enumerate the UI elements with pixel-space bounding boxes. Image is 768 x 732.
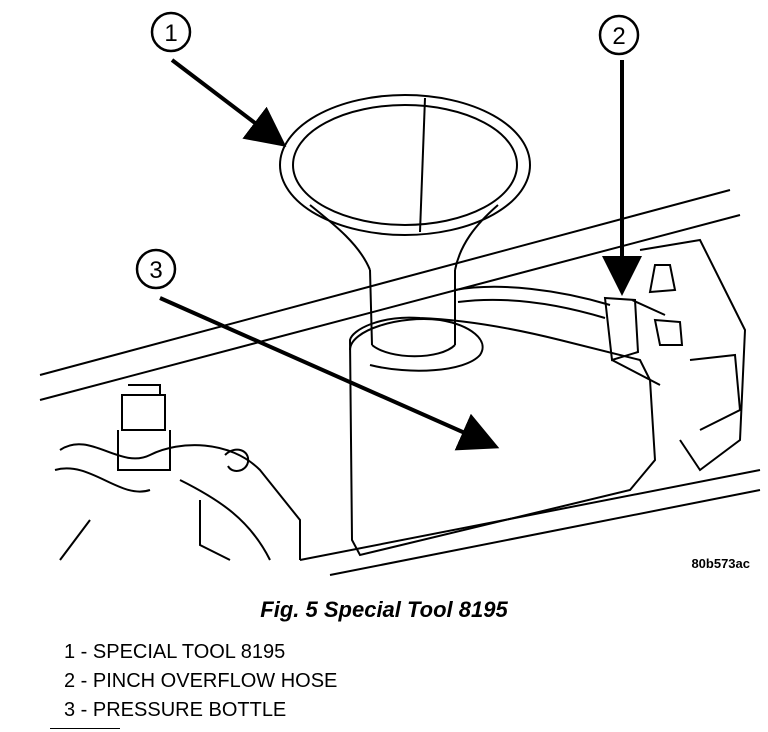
callout-1-leader [170,58,287,147]
legend: 1 - SPECIAL TOOL 8195 2 - PINCH OVERFLOW… [64,638,337,725]
callout-2: 2 [598,14,642,296]
right-hardware [639,238,747,472]
callout-1-number: 1 [164,20,177,47]
funnel-rim [279,94,531,236]
funnel-divider [419,97,426,233]
legend-item-2: 2 - PINCH OVERFLOW HOSE [64,670,338,692]
bottom-rule [50,728,120,729]
legend-item-3: 3 - PRESSURE BOTTLE [64,699,287,721]
funnel-cone [309,204,499,358]
left-fitting [117,384,171,471]
callout-1: 1 [150,11,287,147]
overflow-hose [454,285,611,319]
callout-3-number: 3 [149,257,162,284]
callout-2-number: 2 [612,23,625,50]
bottle-neck [349,318,484,372]
figure-caption: Fig. 5 Special Tool 8195 [260,597,508,622]
pinch-clamp [603,296,666,386]
pressure-bottle [348,316,657,557]
callout-3-leader [159,296,500,451]
legend-item-1: 1 - SPECIAL TOOL 8195 [64,641,286,663]
funnel-rim-inner [292,104,518,226]
engine-illustration: 1 2 3 [39,11,761,576]
callout-3: 3 [135,248,500,451]
hose-clamp [224,448,250,472]
left-hose-assembly [54,443,301,561]
figure-id: 80b573ac [691,556,750,571]
